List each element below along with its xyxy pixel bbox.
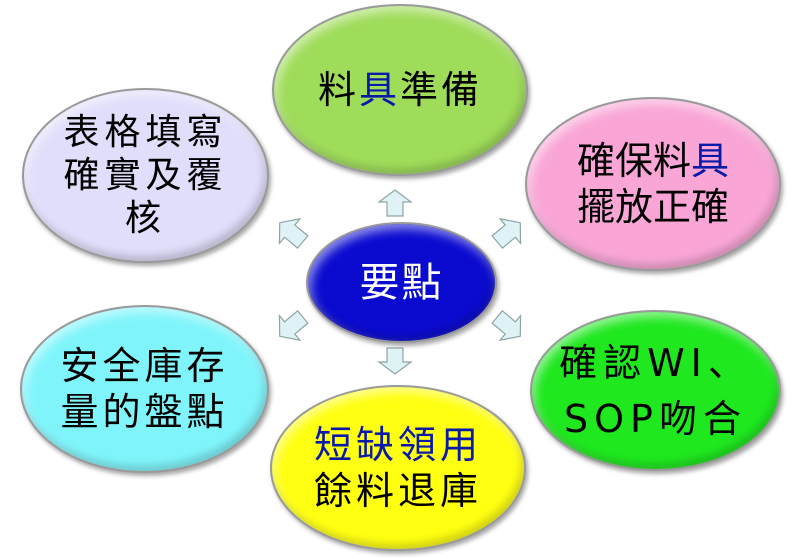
node-material-preparation-text: 料具準備 (317, 68, 483, 112)
node-wi-sop-check: 確認WI、 SOP吻合 (530, 310, 781, 471)
arrow-up-icon (377, 189, 413, 217)
center-node-text: 要點 (359, 259, 444, 306)
arrow-down-right-icon (491, 310, 522, 342)
node-material-placement-text: 確保料具 擺放正確 (576, 139, 730, 229)
node-material-placement: 確保料具 擺放正確 (525, 97, 781, 271)
arrow-up-right-icon (491, 217, 522, 249)
node-material-preparation: 料具準備 (272, 4, 528, 176)
center-node-key-points: 要點 (306, 222, 497, 343)
node-form-filling: 表格填寫 確實及覆 核 (22, 88, 269, 263)
node-safety-stock-text: 安全庫存 量的盤點 (60, 344, 229, 434)
node-form-filling-text: 表格填寫 確實及覆 核 (63, 112, 228, 239)
node-shortage-return: 短缺領用 餘料退庫 (270, 385, 526, 551)
arrow-down-left-icon (278, 310, 309, 342)
node-safety-stock: 安全庫存 量的盤點 (20, 305, 269, 473)
node-wi-sop-check-text: 確認WI、 SOP吻合 (559, 340, 752, 441)
arrow-down-icon (377, 347, 413, 375)
arrow-up-left-icon (278, 217, 309, 249)
node-shortage-return-text: 短缺領用 餘料退庫 (313, 423, 482, 513)
